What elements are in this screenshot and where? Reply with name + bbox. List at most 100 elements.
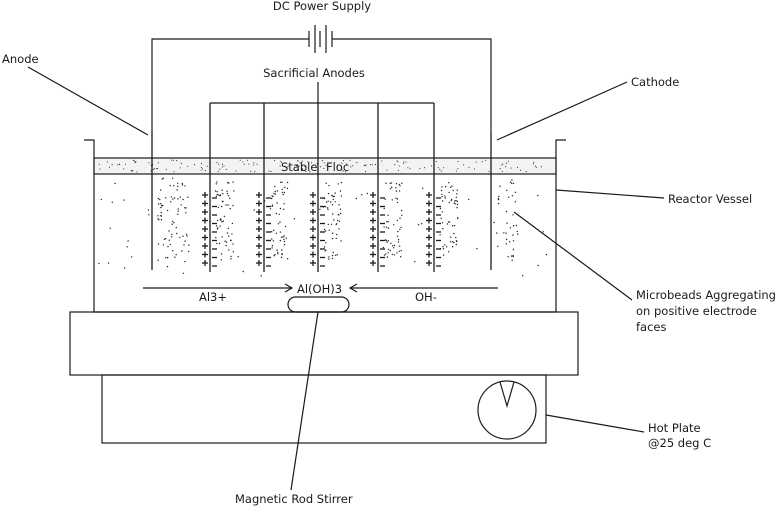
microbead-dot bbox=[509, 181, 512, 183]
electrodes-layer bbox=[151, 103, 492, 272]
microbead-dot bbox=[272, 240, 274, 242]
microbead-dot bbox=[304, 166, 306, 168]
microbead-dot bbox=[160, 214, 162, 217]
microbead-dot bbox=[332, 251, 334, 254]
microbead-dot bbox=[453, 241, 455, 244]
microbead-dot bbox=[206, 165, 208, 167]
microbead-dot bbox=[421, 223, 423, 225]
microbead-dot bbox=[232, 205, 234, 207]
microbead-dot bbox=[279, 239, 282, 242]
microbead-dot bbox=[457, 217, 459, 220]
microbead-dot bbox=[314, 164, 316, 166]
microbead-dot bbox=[284, 225, 287, 228]
microbead-dot bbox=[223, 215, 226, 218]
microbead-dot bbox=[188, 250, 190, 253]
microbead-dot bbox=[98, 262, 100, 265]
microbead-dot bbox=[448, 201, 450, 204]
microbead-dot bbox=[387, 240, 390, 242]
microbead-dot bbox=[355, 197, 358, 200]
microbead-dot bbox=[183, 244, 185, 246]
microbead-dot bbox=[173, 185, 175, 187]
microbead-dot bbox=[148, 162, 150, 164]
microbead-dot bbox=[444, 244, 446, 246]
microbead-dot bbox=[215, 183, 217, 185]
microbead-dot bbox=[108, 166, 111, 168]
microbead-dot bbox=[173, 222, 175, 224]
microbead-dot bbox=[455, 243, 457, 246]
microbead-dot bbox=[396, 160, 398, 162]
microbead-dot bbox=[172, 177, 174, 179]
stable-floc-layer bbox=[93, 157, 557, 175]
microbead-dot bbox=[221, 189, 223, 191]
microbead-dot bbox=[155, 167, 157, 170]
microbead-dot bbox=[274, 185, 276, 188]
microbead-dot bbox=[399, 256, 402, 258]
microbead-dot bbox=[274, 190, 276, 193]
microbead-dot bbox=[320, 166, 322, 168]
microbead-dot bbox=[435, 161, 437, 163]
microbead-dot bbox=[179, 196, 182, 198]
microbead-dot bbox=[386, 241, 388, 243]
microbead-dot bbox=[485, 159, 487, 161]
microbead-dot bbox=[99, 168, 101, 170]
microbead-dot bbox=[506, 222, 508, 224]
microbead-dot bbox=[222, 192, 224, 195]
microbead-dot bbox=[100, 198, 103, 201]
microbead-dot bbox=[505, 238, 508, 241]
microbead-dot bbox=[287, 166, 289, 168]
microbead-dot bbox=[283, 240, 286, 243]
microbead-dot bbox=[134, 161, 136, 164]
microbead-dot bbox=[171, 233, 173, 235]
microbead-dot bbox=[468, 198, 470, 201]
microbead-dot bbox=[388, 248, 390, 251]
microbead-dot bbox=[341, 169, 343, 171]
microbead-dot bbox=[184, 207, 186, 209]
microbead-dot bbox=[181, 250, 183, 252]
microbead-dot bbox=[174, 256, 176, 258]
microbead-dot bbox=[515, 224, 518, 227]
circuit-wire-right bbox=[332, 38, 492, 132]
magnetic-stirrer-rod bbox=[287, 296, 350, 313]
stable-floc-label-2: Floc bbox=[326, 160, 349, 174]
microbead-dot bbox=[176, 160, 178, 162]
microbead-dot bbox=[98, 163, 100, 165]
microbead-dot bbox=[473, 168, 475, 170]
microbead-dot bbox=[441, 222, 444, 224]
microbead-dot bbox=[389, 187, 392, 190]
microbead-dot bbox=[350, 166, 352, 168]
microbead-dot bbox=[297, 160, 299, 162]
microbead-dot bbox=[345, 171, 347, 173]
microbead-dot bbox=[374, 164, 377, 166]
microbead-dot bbox=[514, 201, 517, 203]
microbead-dot bbox=[279, 231, 282, 233]
microbead-dot bbox=[165, 257, 167, 259]
microbead-dot bbox=[364, 171, 366, 173]
microbead-dot bbox=[163, 238, 166, 240]
microbead-dot bbox=[510, 167, 512, 169]
microbead-dot bbox=[450, 236, 452, 238]
microbead-dot bbox=[127, 240, 129, 242]
microbead-dot bbox=[439, 207, 442, 210]
microbead-dot bbox=[169, 243, 171, 246]
microbead-dot bbox=[535, 166, 537, 168]
microbead-dot bbox=[512, 254, 514, 257]
microbead-dot bbox=[345, 163, 348, 165]
microbead-dot bbox=[170, 201, 172, 203]
microbead-dot bbox=[395, 197, 397, 199]
microbead-dot bbox=[456, 200, 459, 203]
microbead-dot bbox=[268, 170, 270, 172]
microbead-dot bbox=[334, 192, 336, 194]
microbead-dot bbox=[498, 195, 500, 198]
microbead-dot bbox=[253, 162, 255, 164]
microbead-dot bbox=[218, 163, 220, 165]
microbead-dot bbox=[497, 245, 499, 247]
microbead-dot bbox=[279, 181, 282, 183]
microbead-dot bbox=[335, 237, 337, 239]
microbead-dot bbox=[283, 238, 285, 241]
microbead-dot bbox=[307, 161, 309, 163]
microbead-dot bbox=[293, 218, 296, 220]
microbead-dot bbox=[296, 163, 298, 166]
microbead-dot bbox=[447, 221, 450, 223]
microbead-dot bbox=[506, 189, 508, 191]
microbead-dot bbox=[381, 160, 383, 162]
